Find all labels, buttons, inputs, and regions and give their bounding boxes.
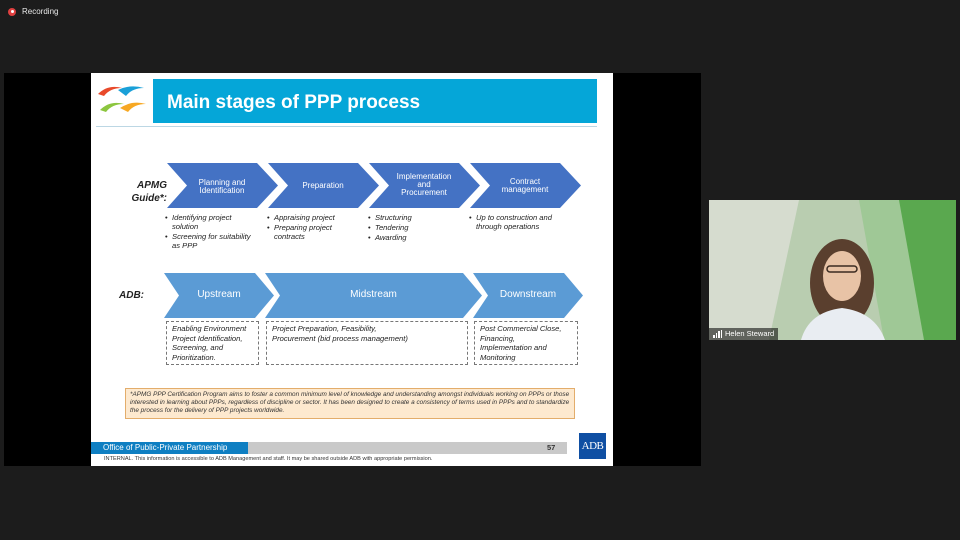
record-icon — [8, 7, 16, 16]
midstream-detail-box: Project Preparation, Feasibility,Procure… — [266, 321, 468, 365]
bullets-contract: Up to construction and through operation… — [469, 213, 559, 232]
downstream-detail-box: Post Commercial Close,Financing,Implemen… — [474, 321, 578, 365]
bullets-implementation: StructuringTenderingAwarding — [368, 213, 458, 243]
stage-preparation-label: Preparation — [302, 181, 344, 190]
footer-disclaimer: INTERNAL. This information is accessible… — [104, 456, 433, 462]
participant-name: Helen Steward — [725, 329, 775, 338]
stage-midstream-label: Midstream — [350, 289, 397, 300]
participant-video-frame — [709, 200, 956, 340]
chevron-upstream — [164, 273, 274, 318]
adb-row-label: ADB: — [119, 290, 144, 301]
adb-ppp-logo-icon — [98, 86, 146, 112]
bullet-item: Screening for suitability as PPP — [165, 232, 255, 250]
chevron-midstream — [265, 273, 482, 318]
chevron-contract — [470, 163, 581, 208]
bullet-item: Identifying project solution — [165, 213, 255, 231]
bullet-item: Tendering — [368, 223, 458, 232]
slide-title: Main stages of PPP process — [167, 92, 421, 113]
footer-office-label: Office of Public-Private Partnership — [91, 442, 248, 454]
chevron-preparation — [268, 163, 379, 208]
title-bar: Main stages of PPP process — [153, 79, 597, 123]
stage-downstream-label: Downstream — [499, 289, 557, 300]
recording-indicator: Recording — [8, 7, 58, 16]
adb-logo: ADB — [579, 433, 606, 459]
chevron-planning — [167, 163, 278, 208]
title-divider — [96, 126, 597, 127]
bullet-item: Awarding — [368, 233, 458, 242]
participant-name-tag: Helen Steward — [709, 328, 779, 340]
signal-bars-icon — [713, 330, 722, 338]
bullet-item: Structuring — [368, 213, 458, 222]
participant-video-tile[interactable]: Helen Steward — [709, 200, 956, 340]
bullet-item: Preparing project contracts — [267, 223, 357, 241]
recording-label: Recording — [22, 7, 59, 16]
chevron-implementation — [369, 163, 480, 208]
stage-upstream-label: Upstream — [197, 289, 241, 300]
bullet-item: Appraising project — [267, 213, 357, 222]
apmg-footnote: *APMG PPP Certification Program aims to … — [125, 388, 575, 419]
bullets-preparation: Appraising projectPreparing project cont… — [267, 213, 357, 242]
slide-page-number: 57 — [547, 443, 556, 452]
bullets-planning: Identifying project solutionScreening fo… — [165, 213, 255, 251]
chevron-downstream — [473, 273, 583, 318]
bullet-item: Up to construction and through operation… — [469, 213, 559, 231]
